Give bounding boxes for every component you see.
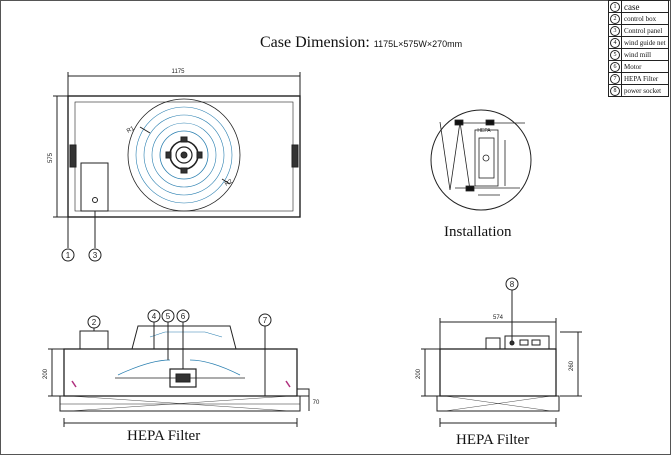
callout-front-2: 2 (92, 318, 97, 327)
callout-front-6: 6 (181, 312, 186, 321)
legend-label: wind guide net (621, 36, 669, 49)
top-view (53, 72, 301, 248)
callout-top-1: 1 (66, 251, 71, 260)
callout-top-3: 3 (93, 251, 98, 260)
callout-circle-4 (147, 309, 161, 323)
legend-label: HEPA Filter (621, 72, 669, 85)
callout-circle-6 (176, 309, 190, 323)
case-dimension-title: Case Dimension: 1175L×575W×270mm (260, 34, 462, 52)
legend-number: 4 (608, 36, 622, 49)
callout-front-4: 4 (152, 312, 157, 321)
legend-label: wind mill (621, 48, 669, 61)
callout-front-5: 5 (166, 312, 171, 321)
side-height-dim: 200 (416, 368, 422, 379)
side-total-dim: 260 (569, 360, 575, 371)
legend-label: Motor (621, 60, 669, 73)
front-height-dim: 200 (43, 368, 49, 379)
callout-circle-1 (61, 248, 75, 262)
legend-label: Control panel (621, 24, 669, 37)
arc-mark-r1: R1 (126, 125, 136, 134)
legend-number-circle: 4 (610, 38, 620, 48)
legend-number: 1 (608, 0, 622, 13)
legend-number: 6 (608, 60, 622, 73)
legend-label: case (621, 0, 669, 13)
legend-label: power socket (621, 84, 669, 97)
callout-side-8: 8 (510, 280, 515, 289)
legend-number-circle: 5 (610, 50, 620, 60)
legend-number-circle: 1 (610, 2, 620, 12)
front-view (48, 322, 310, 427)
legend-number-circle: 2 (610, 14, 620, 24)
legend-number: 2 (608, 12, 622, 25)
title-dims: 1175L×575W×270mm (373, 39, 463, 49)
title-label: Case Dimension: (260, 34, 370, 51)
installation-detail (430, 109, 532, 211)
callout-circle-2 (87, 315, 101, 329)
installation-tag: HEPA (477, 128, 491, 134)
callout-circle-8 (505, 277, 519, 291)
legend-label: control box (621, 12, 669, 25)
legend-number-circle: 7 (610, 74, 620, 84)
arc-mark-r2: R2 (224, 178, 234, 187)
callout-circle-3 (88, 248, 102, 262)
legend-number: 3 (608, 24, 622, 37)
legend-number-circle: 8 (610, 86, 620, 96)
legend-number: 7 (608, 72, 622, 85)
side-view-caption: HEPA Filter (456, 432, 530, 448)
front-view-caption: HEPA Filter (127, 428, 201, 444)
top-width-dim: 1175 (172, 69, 186, 75)
side-view (421, 290, 582, 427)
legend-number-circle: 6 (610, 62, 620, 72)
callout-circle-5 (161, 309, 175, 323)
top-height-dim: 575 (48, 152, 54, 163)
front-side-dim: 70 (313, 400, 320, 406)
side-width-dim: 574 (493, 315, 504, 321)
legend-number: 8 (608, 84, 622, 97)
legend-number: 5 (608, 48, 622, 61)
callout-circle-7 (258, 313, 272, 327)
installation-caption: Installation (444, 224, 512, 240)
legend-number-circle: 3 (610, 26, 620, 36)
callout-front-7: 7 (263, 316, 268, 325)
